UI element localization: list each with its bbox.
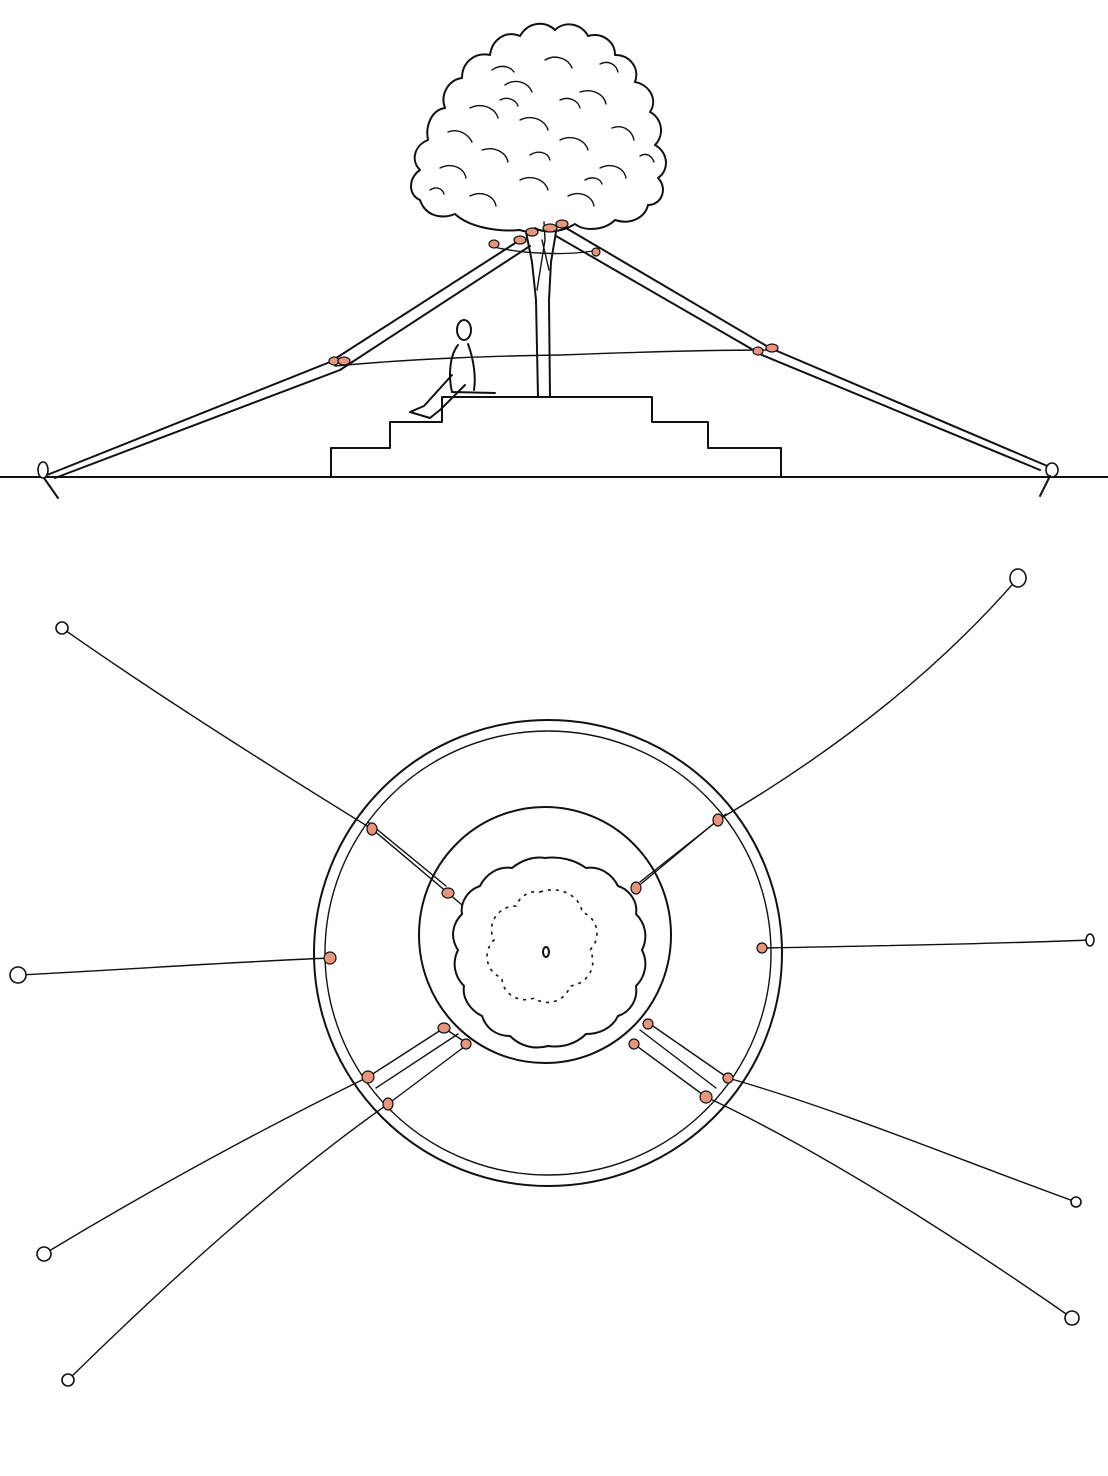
tie-point (441, 887, 455, 899)
tie-point (323, 951, 337, 965)
tie-point (752, 346, 764, 356)
tie-point (630, 881, 642, 895)
tie-point (722, 1072, 734, 1084)
tie-point (699, 1090, 713, 1104)
tie-point (642, 1018, 654, 1030)
plan-tie-points (323, 813, 768, 1111)
ground-stake-right (1039, 462, 1059, 497)
tie-point (591, 247, 601, 257)
tie-point (555, 219, 569, 229)
tie-point (488, 239, 500, 249)
seated-person (409, 319, 496, 419)
stepped-platform (330, 396, 782, 478)
tie-point (525, 227, 539, 237)
tie-point (382, 1097, 394, 1111)
trunk-center (542, 946, 550, 958)
tie-point (712, 813, 724, 827)
elevation-tie-points (328, 219, 779, 366)
tie-point (337, 356, 351, 366)
hammock-rope (334, 349, 771, 367)
tie-point (542, 223, 558, 233)
tree-canopy (410, 22, 667, 233)
tie-point (628, 1038, 640, 1050)
tie-point (765, 343, 779, 353)
inner-ring (418, 806, 672, 1064)
hammock-strap-left (41, 239, 531, 479)
tie-point (756, 942, 768, 954)
ground-stake-left (37, 461, 59, 499)
strap-lines (17, 577, 1091, 1381)
tie-point (460, 1038, 472, 1050)
tie-point (366, 822, 378, 836)
anchor-stakes (9, 568, 1095, 1387)
outer-ring (313, 719, 783, 1187)
tree-trunk (525, 221, 557, 398)
tie-point (513, 235, 527, 245)
tie-point (361, 1070, 375, 1084)
canopy-outline (452, 856, 647, 1049)
plan-view (9, 568, 1095, 1387)
canopy-loop (489, 245, 599, 255)
canopy-inner-dashed (486, 889, 598, 1004)
hammock-strap-right (555, 227, 1053, 471)
tie-point (437, 1022, 451, 1034)
elevation-view (0, 22, 1108, 499)
